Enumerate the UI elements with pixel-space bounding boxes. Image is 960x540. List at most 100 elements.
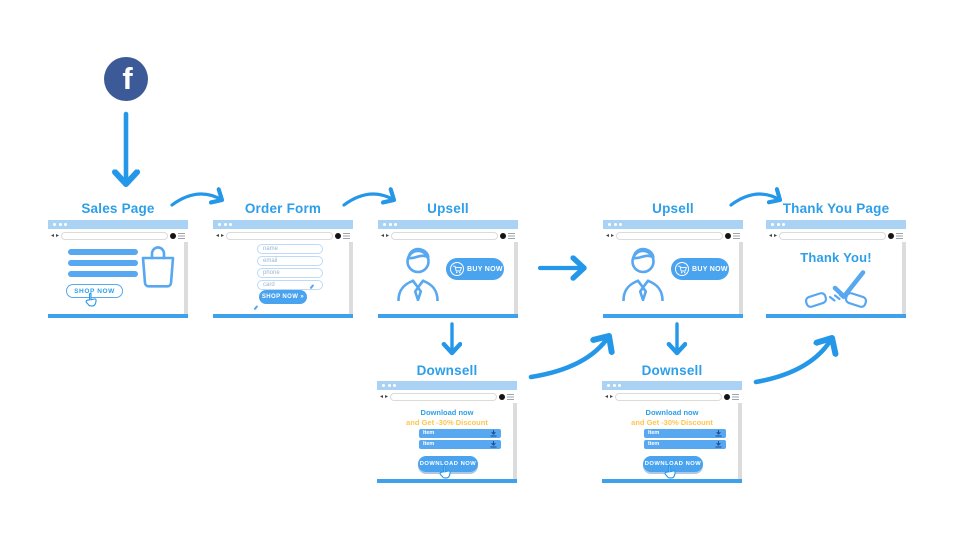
window-dot	[619, 223, 622, 226]
forward-icon[interactable]: ▸	[611, 231, 615, 239]
name-field[interactable]: name	[257, 244, 323, 254]
forward-icon[interactable]: ▸	[221, 231, 225, 239]
scrollbar[interactable]	[514, 242, 518, 314]
address-bar[interactable]	[61, 231, 168, 240]
menu-icon[interactable]	[896, 232, 903, 239]
window-footer-bar	[213, 314, 353, 318]
shop-now-button[interactable]: SHOP NOW	[66, 284, 123, 298]
downsell-headline: Download now	[420, 408, 474, 417]
page-title-sales: Sales Page	[81, 201, 155, 216]
menu-icon[interactable]	[732, 393, 739, 400]
handshake-icon	[804, 270, 868, 308]
page-title-upsell2: Upsell	[652, 201, 694, 216]
download-icon	[715, 440, 722, 448]
download-item[interactable]: Item	[419, 440, 501, 449]
download-item[interactable]: Item	[644, 429, 726, 438]
scrollbar[interactable]	[349, 242, 353, 314]
back-icon[interactable]: ◂	[380, 392, 384, 400]
phone-field[interactable]: phone	[257, 268, 323, 278]
window-dot	[393, 384, 396, 387]
record-icon	[170, 232, 176, 239]
window-dot	[53, 223, 56, 226]
text-line	[68, 271, 138, 277]
downsell-discount-line: and Get -30% Discount	[631, 418, 713, 427]
menu-icon[interactable]	[508, 232, 515, 239]
forward-icon[interactable]: ▸	[774, 231, 778, 239]
window-footer-bar	[377, 479, 517, 483]
back-icon[interactable]: ◂	[51, 231, 55, 239]
cart-icon	[675, 262, 689, 276]
window-dot	[607, 384, 610, 387]
scrollbar[interactable]	[184, 242, 188, 314]
text-placeholder-lines	[68, 249, 138, 282]
window-dot	[223, 223, 227, 226]
address-bar[interactable]	[390, 392, 497, 401]
sales-page-content: SHOP NOW	[48, 242, 188, 314]
browser-toolbar: ◂ ▸	[766, 229, 906, 242]
download-now-button[interactable]: DOWNLOAD NOW	[643, 456, 703, 472]
window-upsell-1: ◂ ▸ BUY NOW	[378, 220, 518, 318]
shopping-bag-icon	[141, 246, 175, 288]
download-icon	[490, 429, 497, 437]
thank-you-content: Thank You!	[766, 242, 906, 314]
window-dot	[388, 223, 392, 226]
downsell-content: Download now and Get -30% Discount Item …	[602, 403, 742, 479]
download-item[interactable]: Item	[644, 440, 726, 449]
hand-cursor-icon	[85, 293, 97, 307]
buy-now-button[interactable]: BUY NOW	[446, 258, 504, 280]
card-field[interactable]: card	[257, 280, 323, 290]
download-now-button[interactable]: DOWNLOAD NOW	[418, 456, 478, 472]
page-title-order: Order Form	[244, 201, 322, 216]
shop-now-button[interactable]: SHOP NOW »	[259, 290, 307, 304]
window-controls	[377, 381, 517, 390]
arrow-upsell2-to-thankyou	[729, 194, 780, 207]
buy-now-button[interactable]: BUY NOW	[671, 258, 729, 280]
window-dot	[612, 384, 616, 387]
record-icon	[499, 393, 505, 400]
menu-icon[interactable]	[343, 232, 350, 239]
window-controls	[48, 220, 188, 229]
arrow-downsell2-to-thankyou	[753, 338, 832, 385]
address-bar[interactable]	[779, 231, 886, 240]
download-item[interactable]: Item	[419, 429, 501, 438]
window-dot	[218, 223, 221, 226]
address-bar[interactable]	[391, 231, 498, 240]
facebook-icon[interactable]: f	[104, 57, 148, 101]
person-icon	[397, 247, 439, 301]
menu-icon[interactable]	[178, 232, 185, 239]
window-dot	[782, 223, 785, 226]
address-bar[interactable]	[615, 392, 722, 401]
window-dot	[618, 384, 621, 387]
scrollbar[interactable]	[739, 242, 743, 314]
window-downsell-1: ◂ ▸ Download now and Get -30% Discount I…	[377, 381, 517, 483]
record-icon	[724, 393, 730, 400]
back-icon[interactable]: ◂	[381, 231, 385, 239]
buy-now-label: BUY NOW	[467, 265, 503, 273]
back-icon[interactable]: ◂	[605, 392, 609, 400]
window-footer-bar	[378, 314, 518, 318]
window-dot	[58, 223, 62, 226]
email-field[interactable]: email	[257, 256, 323, 266]
browser-toolbar: ◂ ▸	[602, 390, 742, 403]
text-line	[68, 260, 138, 266]
forward-icon[interactable]: ▸	[385, 392, 389, 400]
menu-icon[interactable]	[507, 393, 514, 400]
scrollbar[interactable]	[738, 403, 742, 479]
browser-toolbar: ◂ ▸	[377, 390, 517, 403]
window-order-form: ◂ ▸ name email phone card SHOP NOW »	[213, 220, 353, 318]
back-icon[interactable]: ◂	[769, 231, 773, 239]
arrow-order-to-upsell1	[342, 194, 394, 207]
scrollbar[interactable]	[902, 242, 906, 314]
window-footer-bar	[766, 314, 906, 318]
back-icon[interactable]: ◂	[606, 231, 610, 239]
address-bar[interactable]	[226, 231, 333, 240]
window-sales-page: ◂ ▸ SHOP NOW	[48, 220, 188, 318]
address-bar[interactable]	[616, 231, 723, 240]
forward-icon[interactable]: ▸	[610, 392, 614, 400]
back-icon[interactable]: ◂	[216, 231, 220, 239]
forward-icon[interactable]: ▸	[56, 231, 60, 239]
menu-icon[interactable]	[733, 232, 740, 239]
text-line	[68, 249, 138, 255]
forward-icon[interactable]: ▸	[386, 231, 390, 239]
scrollbar[interactable]	[513, 403, 517, 479]
